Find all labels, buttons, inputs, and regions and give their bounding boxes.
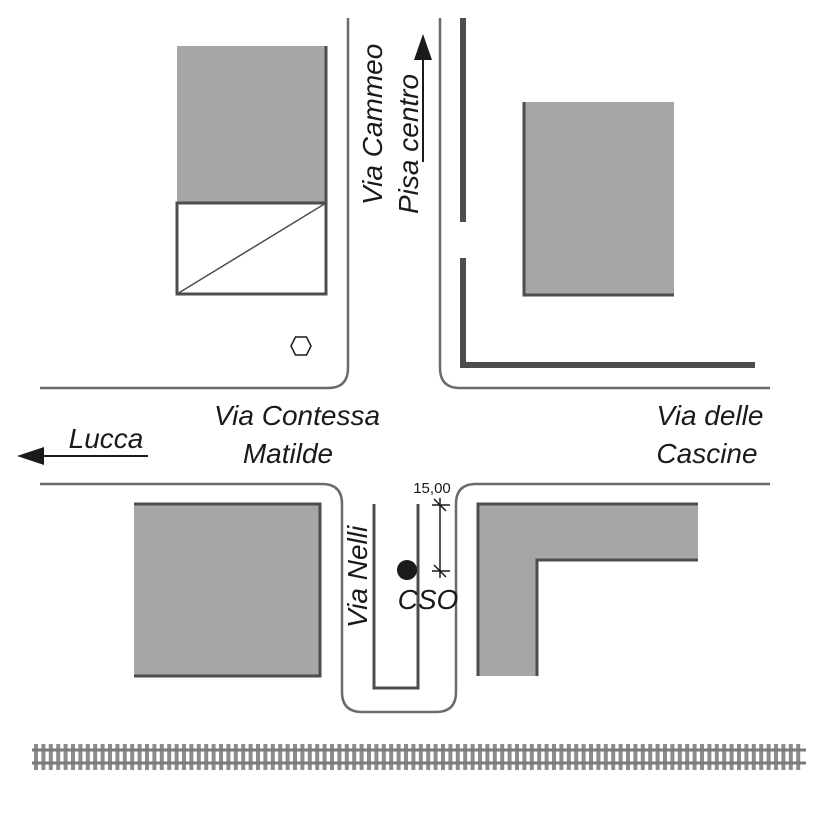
dimension-line bbox=[432, 498, 450, 578]
street-label-west-2: Matilde bbox=[243, 438, 333, 469]
walls bbox=[460, 18, 755, 368]
buildings bbox=[134, 46, 698, 678]
arrow-icon bbox=[17, 447, 148, 465]
street-label-east-1: Via delle bbox=[657, 400, 764, 431]
station-dot-icon bbox=[397, 560, 417, 580]
direction-label-west: Lucca bbox=[69, 423, 144, 454]
building-southeast bbox=[478, 504, 698, 676]
wall-corner-east bbox=[460, 258, 755, 368]
building-southwest bbox=[134, 504, 320, 676]
building-northwest bbox=[177, 46, 326, 203]
arrow-icon bbox=[414, 34, 432, 162]
edge-northeast bbox=[438, 18, 770, 390]
edge-southwest bbox=[40, 482, 770, 714]
building-northwest-annex bbox=[175, 201, 328, 296]
station-label: CSO bbox=[398, 584, 459, 615]
street-label-south: Via Nelli bbox=[342, 525, 373, 628]
street-label-north: Via Cammeo bbox=[357, 44, 388, 205]
via-nelli-channel bbox=[372, 504, 420, 690]
direction-label-north: Pisa centro bbox=[393, 74, 424, 214]
street-label-east-2: Cascine bbox=[656, 438, 757, 469]
railway-track bbox=[32, 744, 806, 770]
dimension-label: 15,00 bbox=[413, 480, 451, 497]
street-edges bbox=[40, 18, 770, 714]
building-northeast bbox=[524, 102, 674, 295]
edge-northwest bbox=[40, 18, 350, 390]
street-label-west-1: Via Contessa bbox=[214, 400, 380, 431]
hexagon-icon bbox=[290, 336, 312, 356]
